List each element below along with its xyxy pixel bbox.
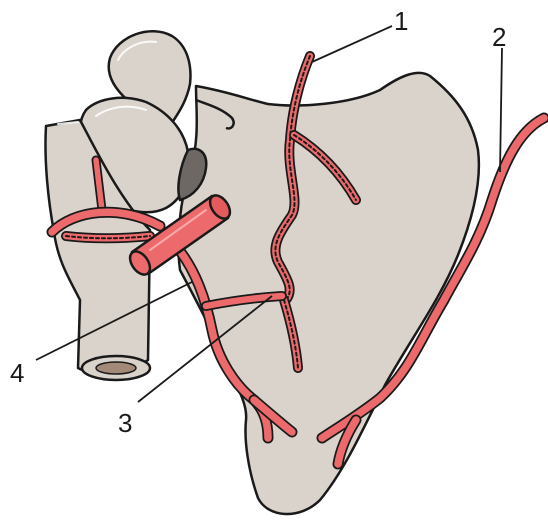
callout-3: 3 — [118, 408, 132, 438]
scapula-body — [178, 73, 478, 514]
callout-4: 4 — [10, 358, 24, 388]
callout-1: 1 — [394, 6, 408, 36]
leader-line-2 — [500, 48, 502, 172]
leader-line-1 — [312, 26, 392, 62]
callout-2: 2 — [492, 22, 506, 52]
humerus-medullary-cavity — [96, 362, 136, 374]
